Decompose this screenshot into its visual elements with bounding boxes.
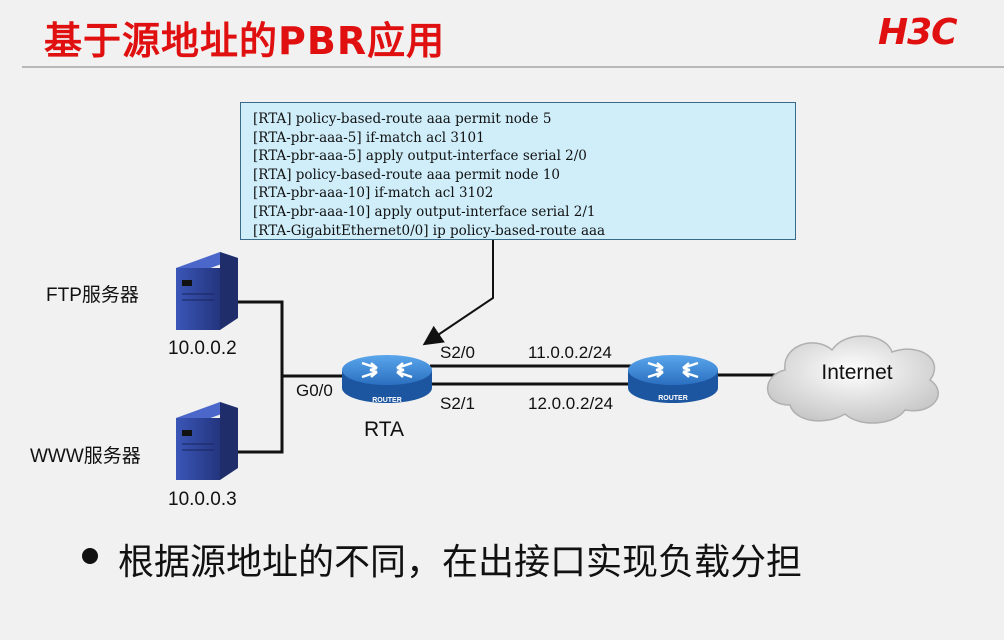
router-rta-icon: ROUTER [342, 355, 432, 404]
ftp-server-ip: 10.0.0.2 [168, 338, 237, 359]
bullet-dot [82, 548, 98, 564]
config-line: [RTA] policy-based-route aaa permit node… [253, 166, 560, 183]
ftp-link [238, 300, 345, 378]
g00-interface-label: G0/0 [296, 381, 333, 400]
config-line: [RTA-GigabitEthernet0/0] ip policy-based… [253, 222, 606, 239]
s21-interface-label: S2/1 [440, 394, 475, 413]
ftp-server-icon [176, 252, 238, 330]
s20-ip-label: 11.0.0.2/24 [528, 343, 612, 362]
config-box: [RTA] policy-based-route aaa permit node… [240, 102, 796, 240]
config-line: [RTA-pbr-aaa-10] apply output-interface … [253, 203, 596, 220]
www-server-label: WWW服务器 [30, 446, 141, 467]
links [238, 300, 775, 454]
router-b-icon-label: ROUTER [658, 395, 688, 402]
internet-label: Internet [821, 361, 892, 384]
bullet-text: 根据源地址的不同，在出接口实现负载分担 [118, 542, 803, 583]
page-title: 基于源地址的PBR应用 [44, 19, 446, 63]
router-rta-icon-label: ROUTER [372, 397, 402, 404]
www-server-icon [176, 402, 238, 480]
ftp-server-label: FTP服务器 [46, 285, 139, 306]
www-server-ip: 10.0.0.3 [168, 489, 237, 510]
config-arrow [422, 240, 494, 346]
config-line: [RTA-pbr-aaa-5] apply output-interface s… [253, 148, 587, 165]
router-b-icon: ROUTER [628, 355, 718, 403]
config-line: [RTA-pbr-aaa-10] if-match acl 3102 [253, 185, 494, 202]
www-link [238, 376, 284, 454]
config-line: [RTA-pbr-aaa-5] if-match acl 3101 [253, 129, 485, 146]
title-divider [22, 66, 1004, 68]
rta-label: RTA [364, 418, 405, 441]
h3c-logo: H3C [878, 12, 958, 53]
config-line: [RTA] policy-based-route aaa permit node… [253, 111, 552, 127]
s21-ip-label: 12.0.0.2/24 [528, 394, 614, 413]
s20-interface-label: S2/0 [440, 343, 475, 362]
internet-cloud-icon: Internet [766, 335, 939, 424]
